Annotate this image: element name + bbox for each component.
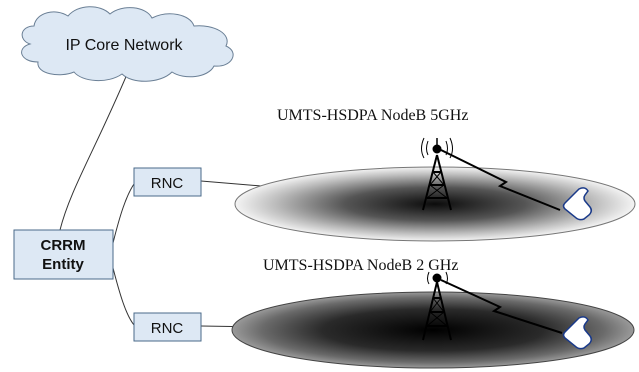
cell-2ghz: UMTS-HSDPA NodeB 2 GHz <box>231 257 635 369</box>
tower-icon <box>421 137 453 211</box>
cloud-icon <box>21 6 234 82</box>
cell-2ghz-label: UMTS-HSDPA NodeB 2 GHz <box>263 257 458 274</box>
ip-core-network-cloud: IP Core Network <box>21 6 234 82</box>
lightning-icon <box>440 279 563 334</box>
crrm-to-rnc-bottom-line <box>112 267 135 326</box>
tower-icon <box>422 271 452 341</box>
crrm-label-line2: Entity <box>42 256 84 273</box>
mobile-phone-icon <box>562 187 593 221</box>
cloud-label: IP Core Network <box>65 37 183 54</box>
cell-5ghz-label: UMTS-HSDPA NodeB 5GHz <box>277 107 468 124</box>
lightning-icon <box>440 149 561 211</box>
cloud-to-crrm-line <box>59 71 129 231</box>
crrm-entity-box: CRRM Entity <box>13 229 114 280</box>
rnc-bottom-label: RNC <box>151 320 184 337</box>
mobile-phone-icon <box>562 316 593 350</box>
cell-5ghz: UMTS-HSDPA NodeB 5GHz <box>234 107 636 242</box>
crrm-to-rnc-top-line <box>112 183 135 244</box>
rnc-bottom-box: RNC <box>133 312 202 342</box>
crrm-label-line1: CRRM <box>41 237 86 254</box>
rnc-top-label: RNC <box>151 175 184 192</box>
coverage-area-5ghz <box>234 166 636 242</box>
rnc-top-box: RNC <box>133 167 202 197</box>
coverage-area-2ghz <box>231 291 635 369</box>
